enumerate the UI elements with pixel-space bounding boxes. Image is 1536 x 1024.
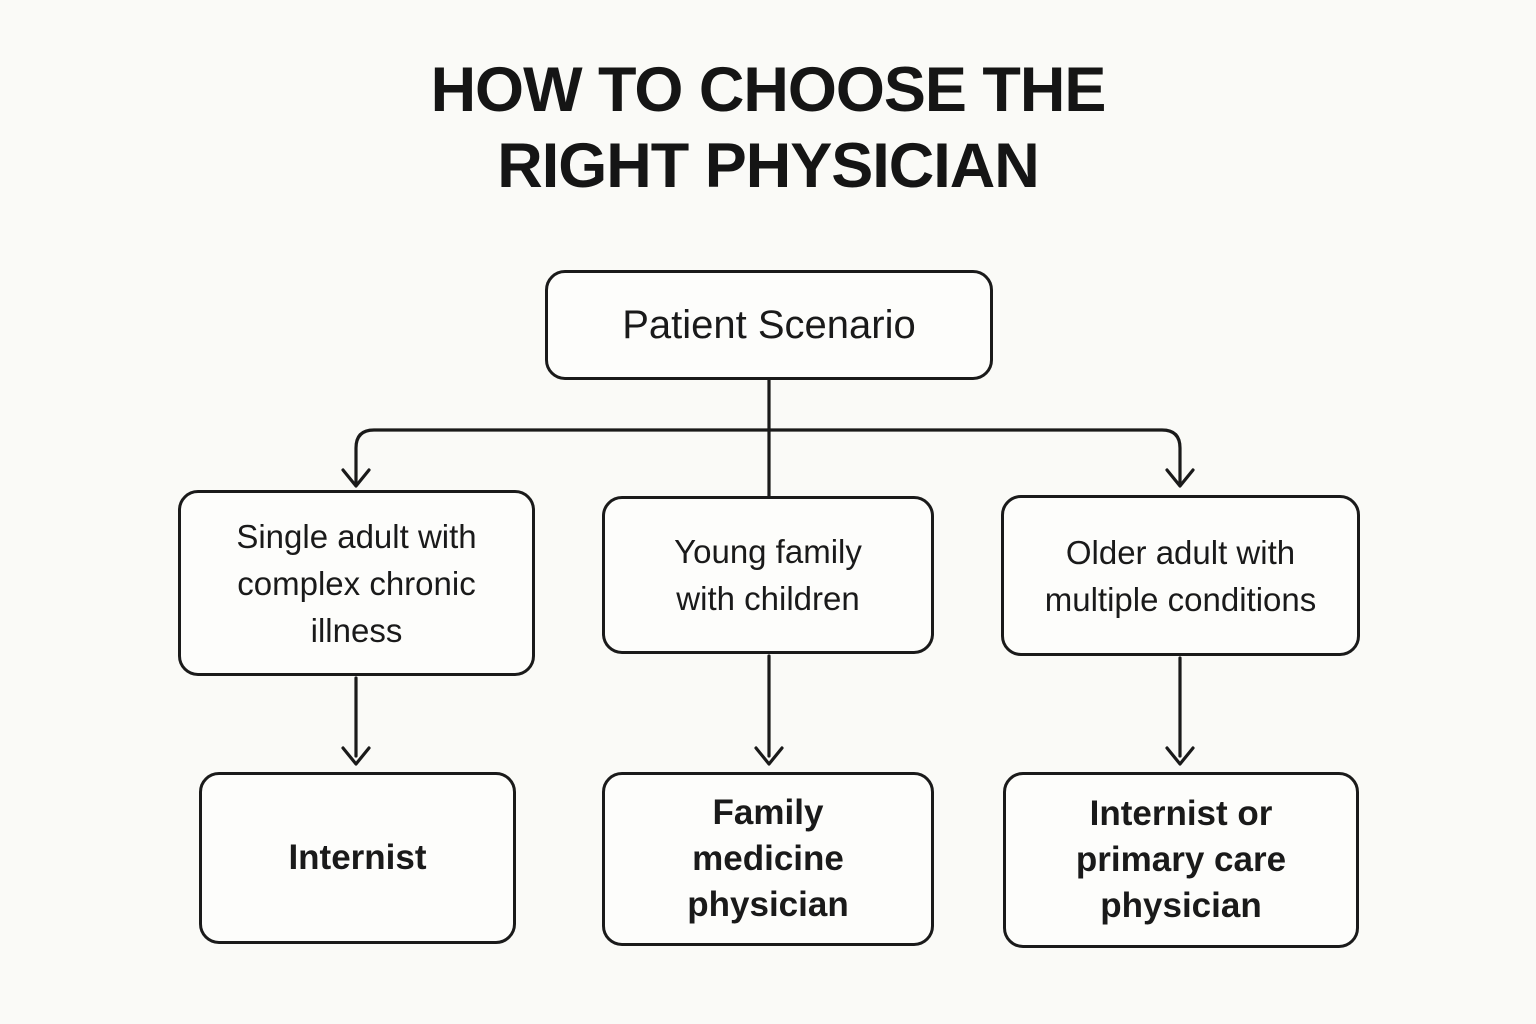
node-scenario-older-adult-label: Older adult with multiple conditions bbox=[1044, 533, 1317, 618]
page-title-line-1: HOW TO CHOOSE THE bbox=[430, 55, 1107, 125]
node-patient-scenario-label: Patient Scenario bbox=[622, 303, 916, 347]
page-title-line-2: RIGHT PHYSICIAN bbox=[497, 131, 1040, 201]
node-outcome-family-medicine: Family medicine physician bbox=[602, 772, 934, 946]
node-outcome-internist-label: Internist bbox=[288, 838, 427, 877]
node-scenario-single-adult: Single adult with complex chronic illnes… bbox=[178, 490, 535, 676]
arrowhead-left-scenario-icon bbox=[341, 468, 371, 488]
node-outcome-internist-or-primary-care: Internist or primary care physician bbox=[1003, 772, 1359, 948]
page-title: HOW TO CHOOSE THE RIGHT PHYSICIAN bbox=[0, 52, 1536, 204]
arrowhead-right-outcome-icon bbox=[1165, 746, 1195, 766]
connector-branch-rail bbox=[354, 428, 1182, 486]
arrowhead-right-scenario-icon bbox=[1165, 468, 1195, 488]
arrowhead-middle-outcome-icon bbox=[754, 746, 784, 766]
arrowhead-left-outcome-icon bbox=[341, 746, 371, 766]
node-outcome-internist: Internist bbox=[199, 772, 516, 944]
node-patient-scenario: Patient Scenario bbox=[545, 270, 993, 380]
node-scenario-single-adult-label: Single adult with complex chronic illnes… bbox=[236, 517, 477, 649]
node-outcome-family-medicine-label: Family medicine physician bbox=[687, 793, 849, 924]
node-scenario-older-adult: Older adult with multiple conditions bbox=[1001, 495, 1360, 656]
node-scenario-young-family-label: Young family with children bbox=[674, 533, 862, 617]
node-outcome-internist-or-primary-care-label: Internist or primary care physician bbox=[1075, 794, 1287, 925]
node-scenario-young-family: Young family with children bbox=[602, 496, 934, 654]
